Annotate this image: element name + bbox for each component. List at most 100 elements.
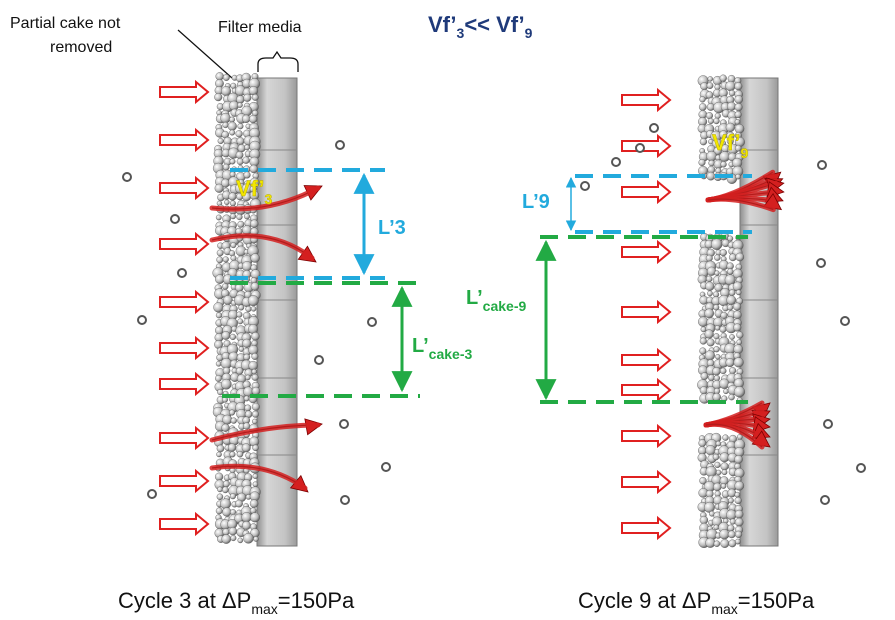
cake-particle: [216, 451, 222, 458]
cake-particle: [251, 373, 259, 381]
inflow-arrow: [621, 133, 672, 159]
suspended-particle: [580, 181, 590, 191]
suspended-particle: [817, 160, 827, 170]
cake-particle: [736, 331, 744, 339]
cake-particle: [236, 213, 243, 221]
cake-particle: [728, 289, 736, 296]
cake-particle: [728, 539, 737, 548]
cake-particle: [713, 540, 721, 547]
suspended-particle: [339, 419, 349, 429]
filter-media-brace: [257, 50, 299, 72]
left-particle-cake: [212, 72, 262, 544]
cake-particle: [698, 158, 706, 166]
cake-particle: [252, 418, 258, 425]
cake-particle: [237, 220, 245, 228]
cake-particle: [705, 112, 713, 120]
cake-particle: [230, 417, 237, 424]
cake-particle: [215, 72, 224, 81]
cake-particle: [720, 539, 730, 548]
cake-particle: [215, 361, 222, 367]
cake-particle: [235, 151, 244, 159]
cake-particle: [230, 509, 237, 516]
cake-particle: [735, 173, 741, 180]
cake-particle: [220, 378, 232, 390]
inflow-arrow: [621, 347, 672, 373]
cake-particle: [705, 254, 713, 262]
cake-particle: [703, 501, 715, 513]
left-vf3-label: Vf’3: [236, 176, 273, 207]
cake-particle: [236, 158, 244, 165]
right-l9-label: L’9: [522, 191, 550, 213]
flow-band: [209, 185, 321, 212]
suspended-particle: [137, 315, 147, 325]
cake-particle: [719, 74, 727, 82]
cake-particle: [715, 354, 721, 360]
cake-particle: [247, 295, 259, 307]
cake-particle: [242, 156, 250, 164]
inflow-arrow: [159, 468, 210, 494]
cake-particle: [706, 275, 713, 283]
cake-particle: [251, 332, 260, 341]
suspended-particle: [314, 355, 324, 365]
cake-particle: [698, 439, 707, 447]
cake-particle: [222, 163, 230, 171]
cake-particle: [229, 171, 236, 178]
cake-particle: [229, 451, 236, 458]
cake-particle: [733, 357, 744, 368]
cake-particle: [727, 524, 735, 532]
cake-particle: [250, 306, 257, 312]
cake-particle: [215, 214, 222, 221]
cake-particle: [699, 337, 707, 345]
cake-particle: [252, 473, 259, 479]
cake-particle: [729, 334, 735, 340]
left-lcake3-label: L’cake-3: [412, 335, 472, 362]
cake-particle: [243, 532, 254, 544]
cake-particle: [230, 534, 237, 542]
inflow-arrow: [621, 515, 672, 541]
cake-particle: [704, 308, 715, 319]
inflow-arrow: [621, 87, 672, 113]
cake-particle: [735, 252, 745, 262]
cake-particle: [236, 137, 245, 146]
cake-particle: [728, 253, 737, 262]
cake-particle: [243, 422, 251, 430]
cake-particle: [728, 497, 734, 504]
cake-particle: [222, 121, 229, 129]
cake-particle: [229, 116, 236, 123]
cake-particle: [243, 395, 250, 402]
cake-particle: [725, 358, 735, 368]
cake-particle: [700, 326, 707, 333]
inflow-arrow: [159, 79, 210, 105]
right-vf9-label: Vf’9: [712, 130, 749, 161]
cake-particle: [707, 374, 715, 381]
inflow-arrow: [621, 239, 672, 265]
suspended-particle: [856, 463, 866, 473]
cake-particle: [222, 256, 229, 263]
cake-particle: [734, 517, 744, 527]
cake-particle: [235, 499, 243, 508]
cake-particle: [237, 537, 244, 544]
cake-particle: [734, 496, 742, 505]
inflow-arrow: [159, 425, 210, 451]
cake-particle: [224, 199, 230, 206]
cake-particle: [735, 538, 741, 545]
cake-particle: [736, 339, 742, 345]
cake-particle: [222, 480, 230, 488]
cake-particle: [708, 159, 715, 167]
cake-particle: [705, 445, 716, 456]
suspended-particle: [335, 140, 345, 150]
cake-particle: [229, 493, 236, 500]
cake-particle: [235, 130, 243, 138]
cake-particle: [715, 469, 722, 476]
cake-particle: [707, 290, 713, 297]
cake-particle: [237, 144, 246, 153]
cake-particle: [243, 93, 252, 102]
cake-particle: [217, 137, 224, 145]
cake-particle: [714, 254, 721, 261]
cake-particle: [734, 455, 743, 464]
cake-particle: [727, 235, 734, 242]
suspended-particle: [170, 214, 180, 224]
cake-particle: [221, 486, 229, 494]
cake-particle: [726, 101, 736, 111]
cake-particle: [253, 536, 259, 542]
